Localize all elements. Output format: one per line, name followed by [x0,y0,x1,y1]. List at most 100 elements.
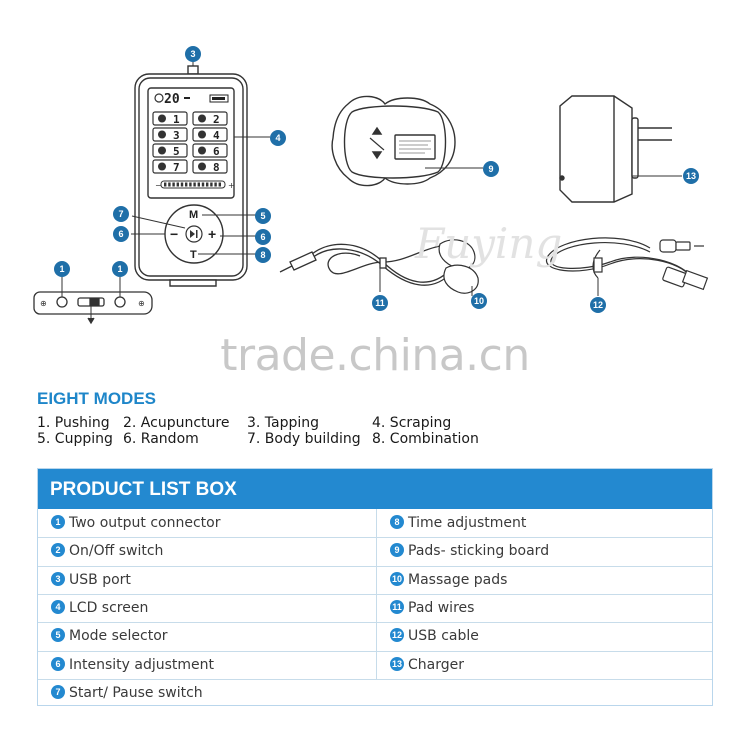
lcd-mode-icon [158,162,166,171]
mode-item: 6. Random [123,431,199,447]
number-badge [270,130,286,146]
svg-text:⊕: ⊕ [138,299,145,308]
lcd-mode-digit: 2 [213,113,220,126]
number-badge [590,297,606,313]
lcd-intensity-bar: − + [155,180,235,190]
item-label: Mode selector [69,628,168,645]
number-badge-label: 1 [117,264,122,274]
item-label: Massage pads [408,571,508,588]
number-badge-label: 3 [190,49,195,59]
product-list-item: 5 Mode selector [51,622,168,650]
lcd-timer-text: 20 [164,92,180,107]
item-label: Two output connector [69,515,221,531]
product-list-item: 7 Start/ Pause switch [51,679,203,707]
item-label: LCD screen [69,599,149,616]
lcd-intensity-segment [180,182,184,187]
lcd-intensity-segment [214,182,217,187]
lcd-intensity-segment [201,182,205,187]
item-label: On/Off switch [69,543,164,560]
usb-cable [545,237,709,296]
item-number-badge: 5 [51,628,65,643]
lcd-mode-icon [198,130,206,139]
lcd-mode-digit: 5 [173,145,180,158]
watermark-text: trade.china.cn [220,330,530,381]
number-badge-label: 12 [593,300,603,310]
lcd-mode-icon [198,114,206,123]
lcd-intensity-segment [218,182,221,187]
lcd-intensity-segment [210,182,213,187]
product-list-item: 4 LCD screen [51,594,148,622]
item-label: USB port [69,571,131,588]
row-divider [38,622,712,624]
number-badge [185,46,201,62]
item-number-badge: 2 [51,543,65,558]
product-list-item: 1 Two output connector [51,509,220,537]
svg-text:+: + [228,181,235,190]
lcd-mode-digit: 7 [173,161,180,174]
row-divider [38,593,712,595]
product-list-item: 2 On/Off switch [51,537,163,565]
lcd-mode-icon [198,162,206,171]
item-number-badge: 4 [51,599,65,614]
lcd-mode-icon [198,146,206,155]
row-divider [38,537,712,539]
lcd-intensity-segment [176,182,179,187]
product-list-item: 10 Massage pads [390,566,507,594]
product-list-title: PRODUCT LIST BOX [38,469,712,509]
number-badge-label: 11 [375,298,385,308]
lcd-intensity-segment [185,182,188,187]
number-badge [113,206,129,222]
product-list-item: 11 Pad wires [390,594,474,622]
mode-item: 8. Combination [372,431,479,447]
lcd-mode-digit: 1 [173,113,180,126]
output-connector-panel: ⊕ ⊕ [33,277,153,325]
number-badge-label: 13 [686,171,696,181]
item-number-badge: 7 [51,684,65,699]
number-badge [372,295,388,311]
mode-item: 1. Pushing [37,415,110,431]
lcd-readout: 20 [154,92,229,107]
charger [559,95,682,203]
pads-sticking-board [331,95,483,187]
mode-item: 3. Tapping [247,415,320,431]
number-badge [255,208,271,224]
lcd-intensity-segment [168,182,171,187]
control-pad: M T − + [164,204,224,264]
lcd-mode-icon [158,146,166,155]
number-badge [683,168,699,184]
item-label: Pad wires [408,599,475,616]
number-badge [113,226,129,242]
item-label: Charger [408,656,464,673]
minus-key-label: − [170,226,178,242]
item-label: Start/ Pause switch [69,684,203,701]
item-number-badge: 1 [51,515,65,529]
item-label: Pads- sticking board [408,543,550,560]
time-key-label: T [190,249,197,261]
item-number-badge: 11 [390,599,404,614]
lcd-mode-digit: 4 [213,129,220,142]
lcd-intensity-segment [197,182,200,187]
number-badge-label: 6 [118,229,123,239]
number-badge-label: 6 [260,232,265,242]
number-badge-label: 7 [118,209,123,219]
number-badge-label: 8 [260,250,265,260]
massage-pads [438,239,479,296]
number-badge [483,161,499,177]
number-badge [255,229,271,245]
number-badge-label: 9 [488,164,493,174]
item-label: USB cable [408,628,479,645]
item-number-badge: 10 [390,571,404,586]
brand-watermark: Fuying [414,219,562,268]
item-label: Time adjustment [408,515,527,531]
number-badge-label: 5 [260,211,265,221]
number-badge-label: 10 [474,296,484,306]
number-badge [471,293,487,309]
